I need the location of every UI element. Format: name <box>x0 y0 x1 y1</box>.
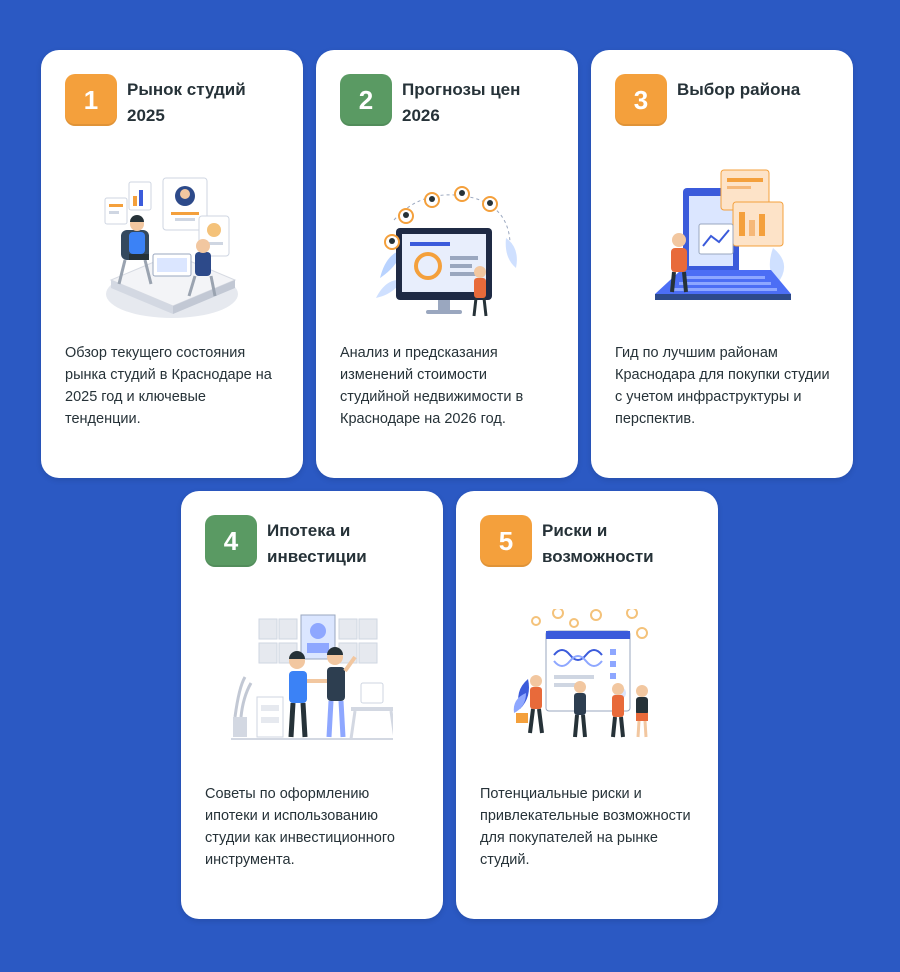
card-number-badge: 1 <box>65 74 117 126</box>
card-number-badge: 2 <box>340 74 392 126</box>
card-title: Прогнозы цен 2026 <box>402 80 521 125</box>
card-mortgage-investments: 4 Ипотека и инвестиции <box>181 491 443 919</box>
card-number-badge: 4 <box>205 515 257 567</box>
risks-opportunities-illustration <box>513 609 648 738</box>
price-forecast-illustration <box>376 186 517 317</box>
card-title: Выбор района <box>677 80 801 99</box>
card-number-badge: 3 <box>615 74 667 126</box>
card-description: Гид по лучшим районам Краснодара для пок… <box>615 345 830 427</box>
market-analytics-illustration <box>104 177 238 318</box>
card-description: Советы по оформлению ипотеки и использов… <box>205 786 395 868</box>
card-description: Потенциальные риски и привлекательные во… <box>480 786 691 868</box>
mortgage-deal-illustration <box>231 614 393 740</box>
card-price-forecast-2026: 2 Прогнозы цен 2026 Анализ и предсказани… <box>316 50 578 478</box>
card-title: Риски и возможности <box>542 521 654 566</box>
card-market-2025: 1 Рынок студий 2025 Обзор текущего состо… <box>41 50 303 478</box>
card-description: Анализ и предсказания изменений стоимост… <box>340 345 524 427</box>
card-title: Рынок студий 2025 <box>127 80 246 125</box>
card-district-choice: 3 Выбор района Гид по лучшим районам Кра… <box>591 50 853 478</box>
card-title: Ипотека и инвестиции <box>267 521 367 566</box>
card-description: Обзор текущего состояния рынка студий в … <box>65 345 272 427</box>
card-risks-opportunities: 5 Риски и возможности <box>456 491 718 919</box>
card-number-badge: 5 <box>480 515 532 567</box>
district-choice-illustration <box>655 169 791 300</box>
